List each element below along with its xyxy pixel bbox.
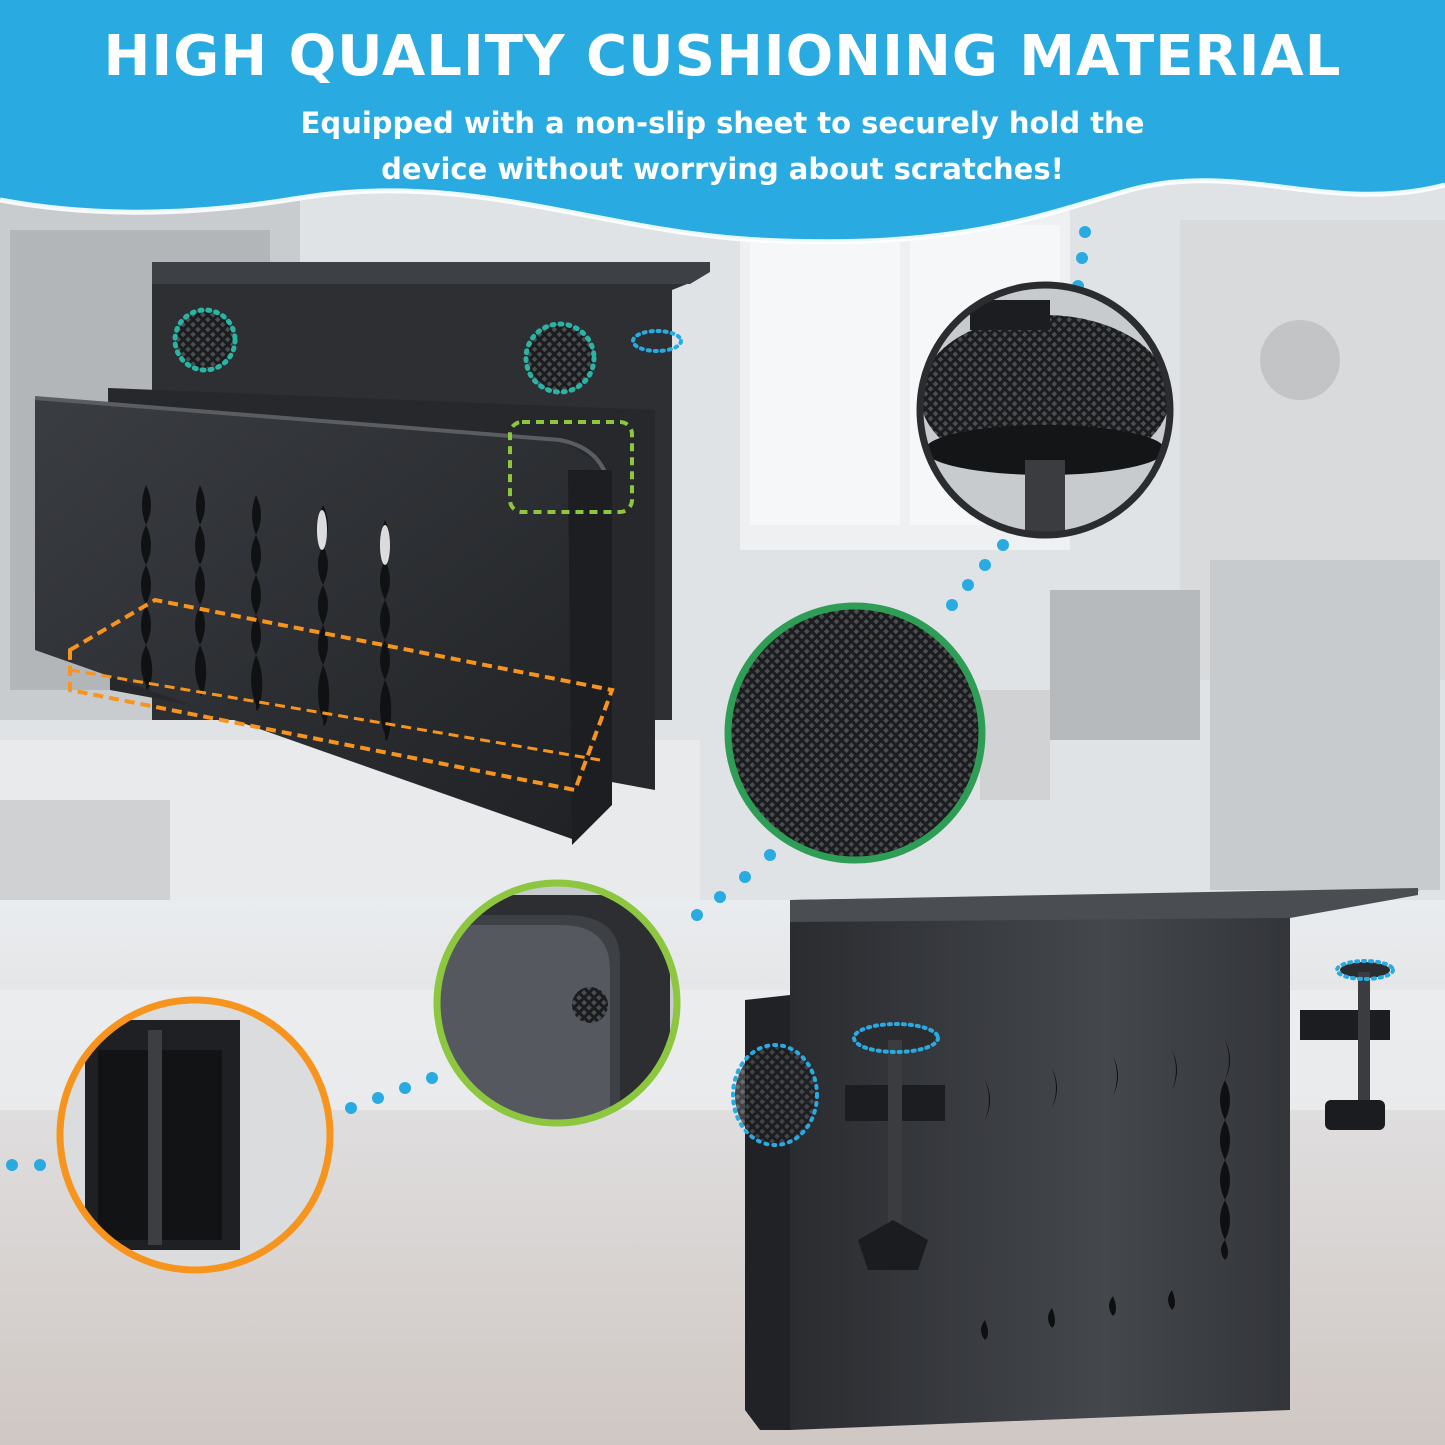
zoom-pad-on-clamp: [916, 281, 1174, 539]
right-product-holder: [731, 888, 1420, 1430]
header-banner: [0, 0, 1445, 242]
subheadline: Equipped with a non-slip sheet to secure…: [300, 106, 1145, 186]
zoom-base-closeup: [56, 996, 334, 1274]
left-product-holder: [34, 262, 710, 845]
zoom-pad-closeup: [724, 602, 986, 864]
dotted-connectors: [6, 226, 1091, 1171]
headline: HIGH QUALITY CUSHIONING MATERIAL: [103, 24, 1342, 89]
zoom-corner-closeup: [433, 879, 681, 1127]
